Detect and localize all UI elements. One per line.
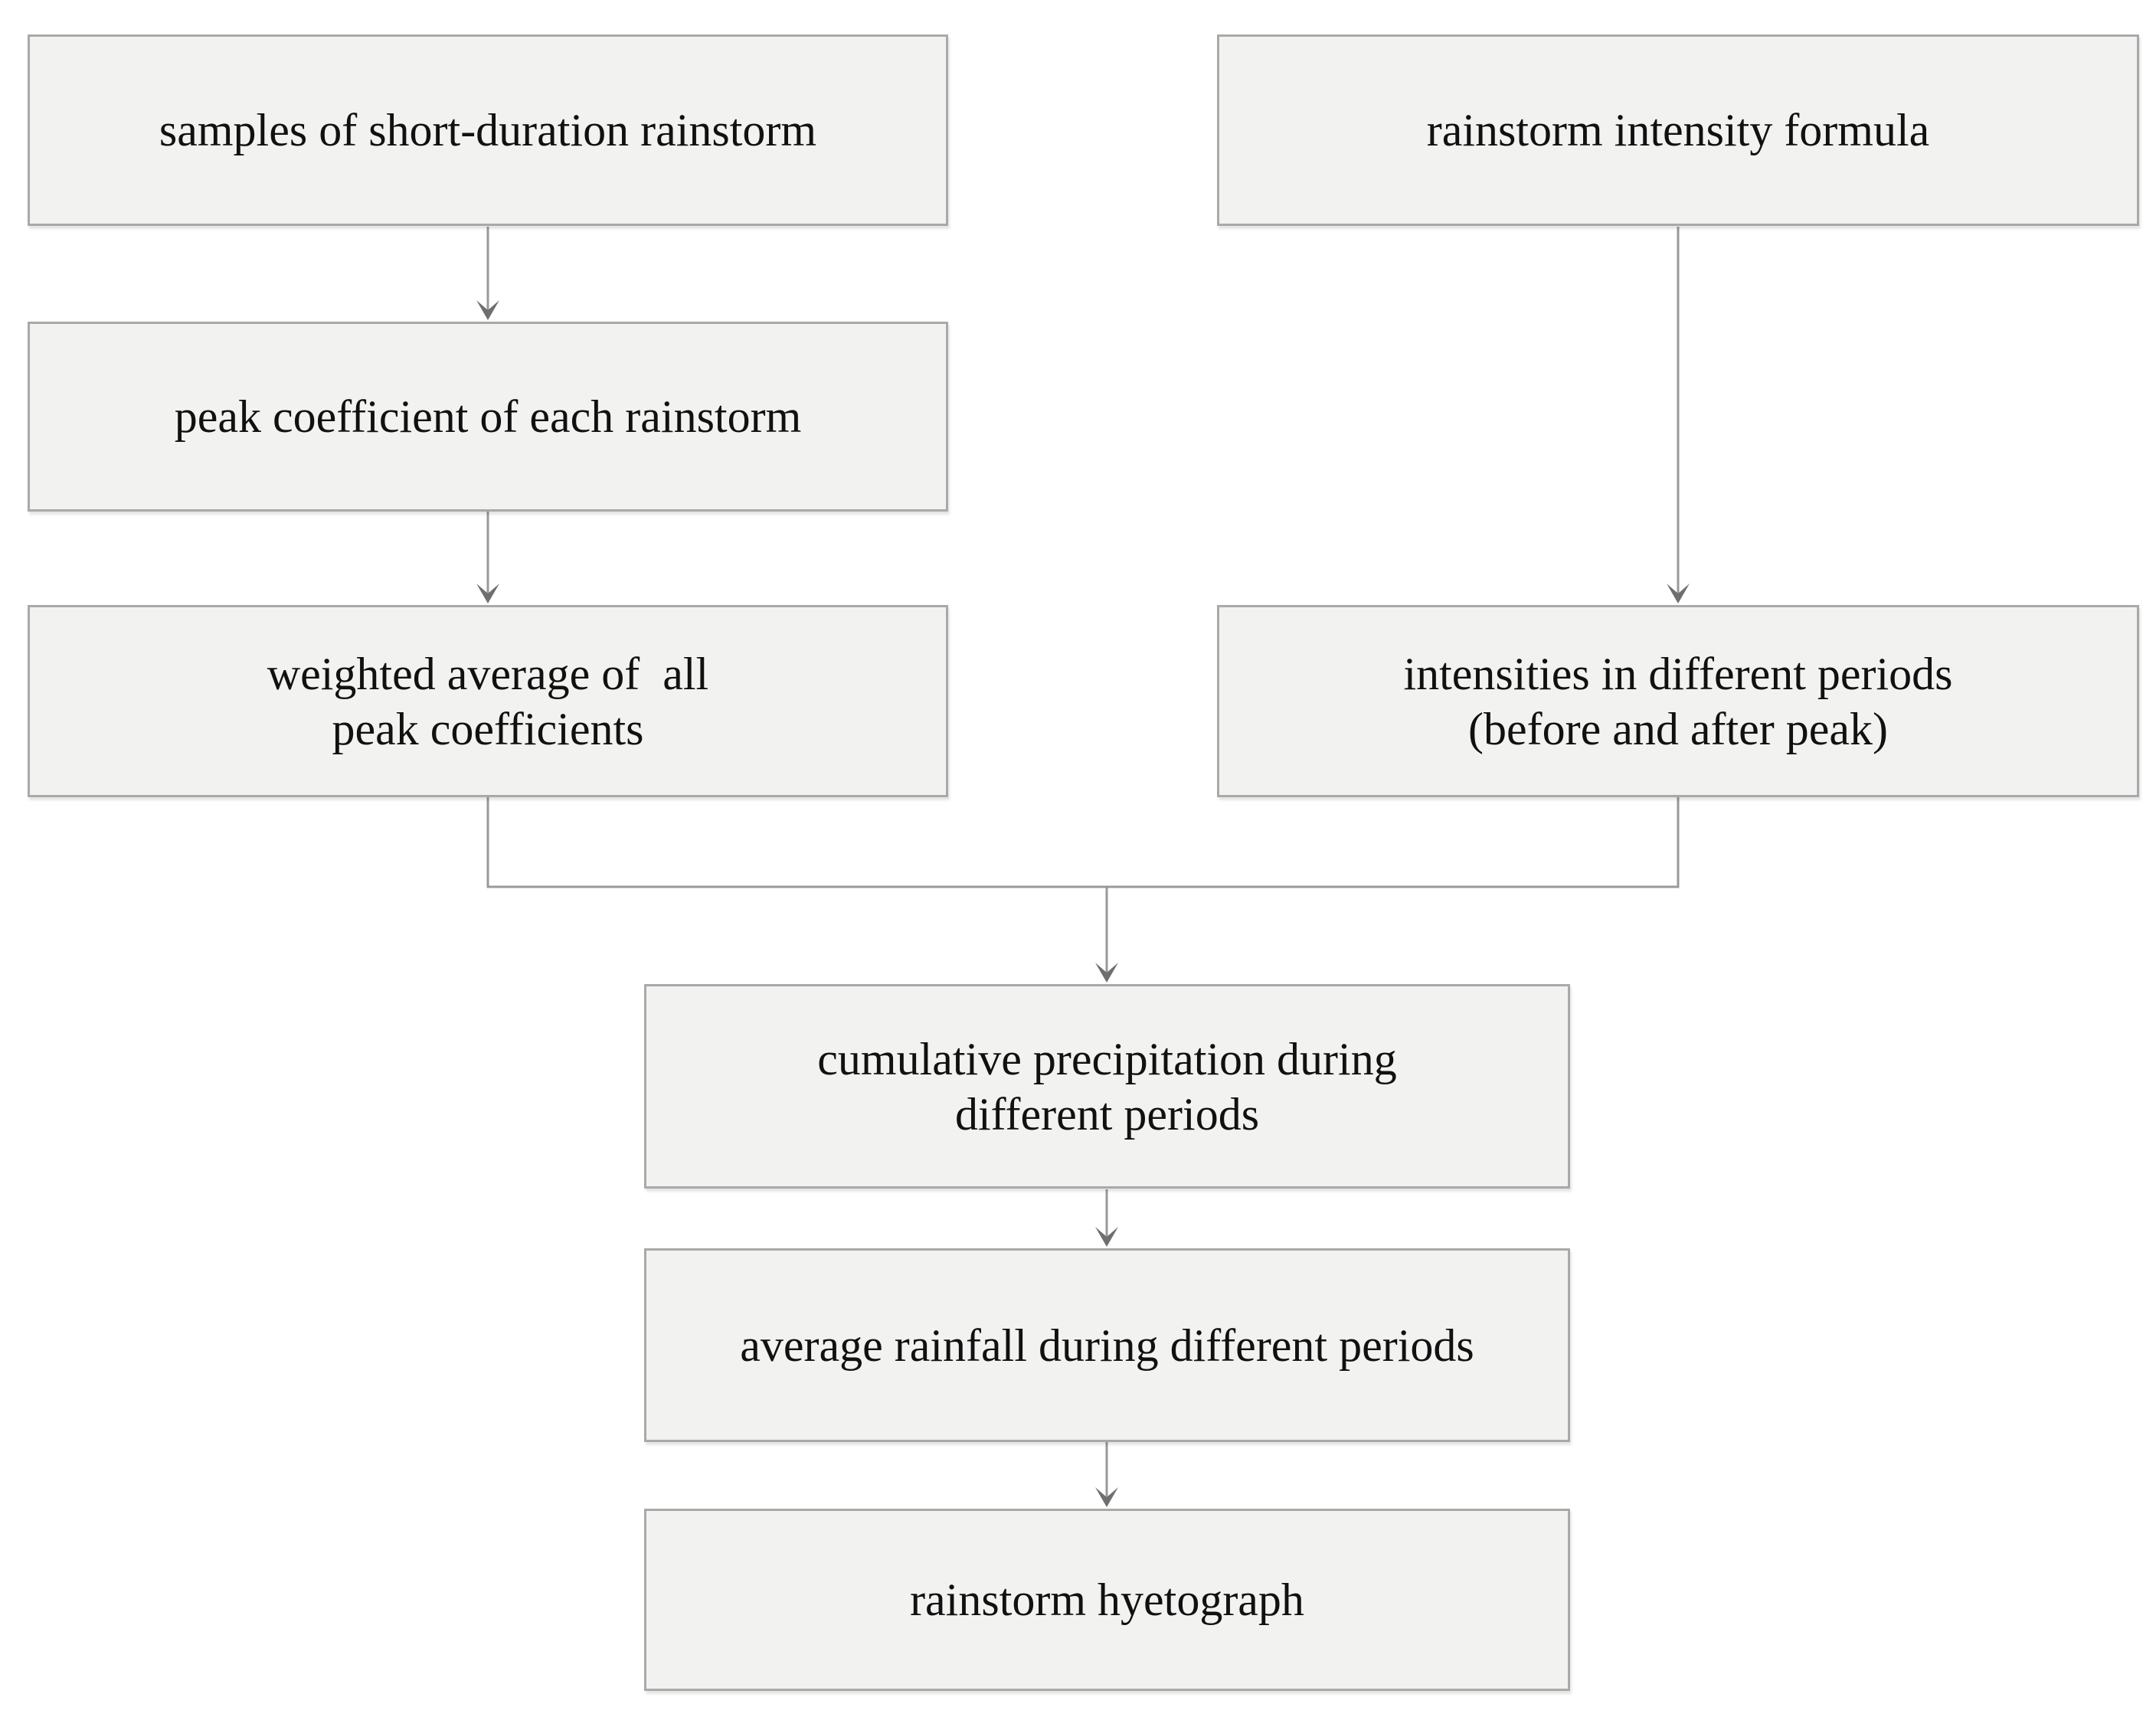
node-weighted-average-of-all-peak-coefficients: weighted average of all peak coefficient… [28,605,948,797]
node-label-line-1: weighted average of all [267,648,709,699]
node-peak-coefficient-of-each-rainstorm: peak coefficient of each rainstorm [28,322,948,512]
node-label: rainstorm intensity formula [1426,105,1930,155]
node-cumulative-precipitation-during-different-periods: cumulative precipitation during differen… [644,984,1570,1189]
arrow-peak-coefficient-to-weighted-average [476,512,499,603]
node-rainstorm-intensity-formula: rainstorm intensity formula [1217,34,2139,226]
arrow-formula-to-intensities [1667,227,1690,603]
arrow-merge-to-cumulative [1095,887,1118,983]
merge-connector [486,797,1680,888]
node-intensities-in-different-periods: intensities in different periods (before… [1217,605,2139,797]
node-rainstorm-hyetograph: rainstorm hyetograph [644,1509,1570,1691]
node-label: average rainfall during different period… [740,1320,1474,1371]
node-label-line-2: peak coefficients [332,703,644,754]
node-label-line-1: cumulative precipitation during [817,1033,1397,1084]
node-label: samples of short-duration rainstorm [159,105,817,155]
node-label: peak coefficient of each rainstorm [174,391,802,442]
arrow-average-rainfall-to-hyetograph [1095,1442,1118,1507]
node-label: rainstorm hyetograph [910,1575,1304,1625]
arrow-cumulative-to-average-rainfall [1095,1189,1118,1247]
node-samples-of-short-duration-rainstorm: samples of short-duration rainstorm [28,34,948,226]
node-label-line-2: different periods [954,1088,1260,1140]
node-label-line-1: intensities in different periods [1403,648,1953,699]
node-average-rainfall-during-different-periods: average rainfall during different period… [644,1248,1570,1442]
node-label-line-2: (before and after peak) [1468,703,1888,754]
arrow-samples-to-peak-coefficient [476,227,499,320]
